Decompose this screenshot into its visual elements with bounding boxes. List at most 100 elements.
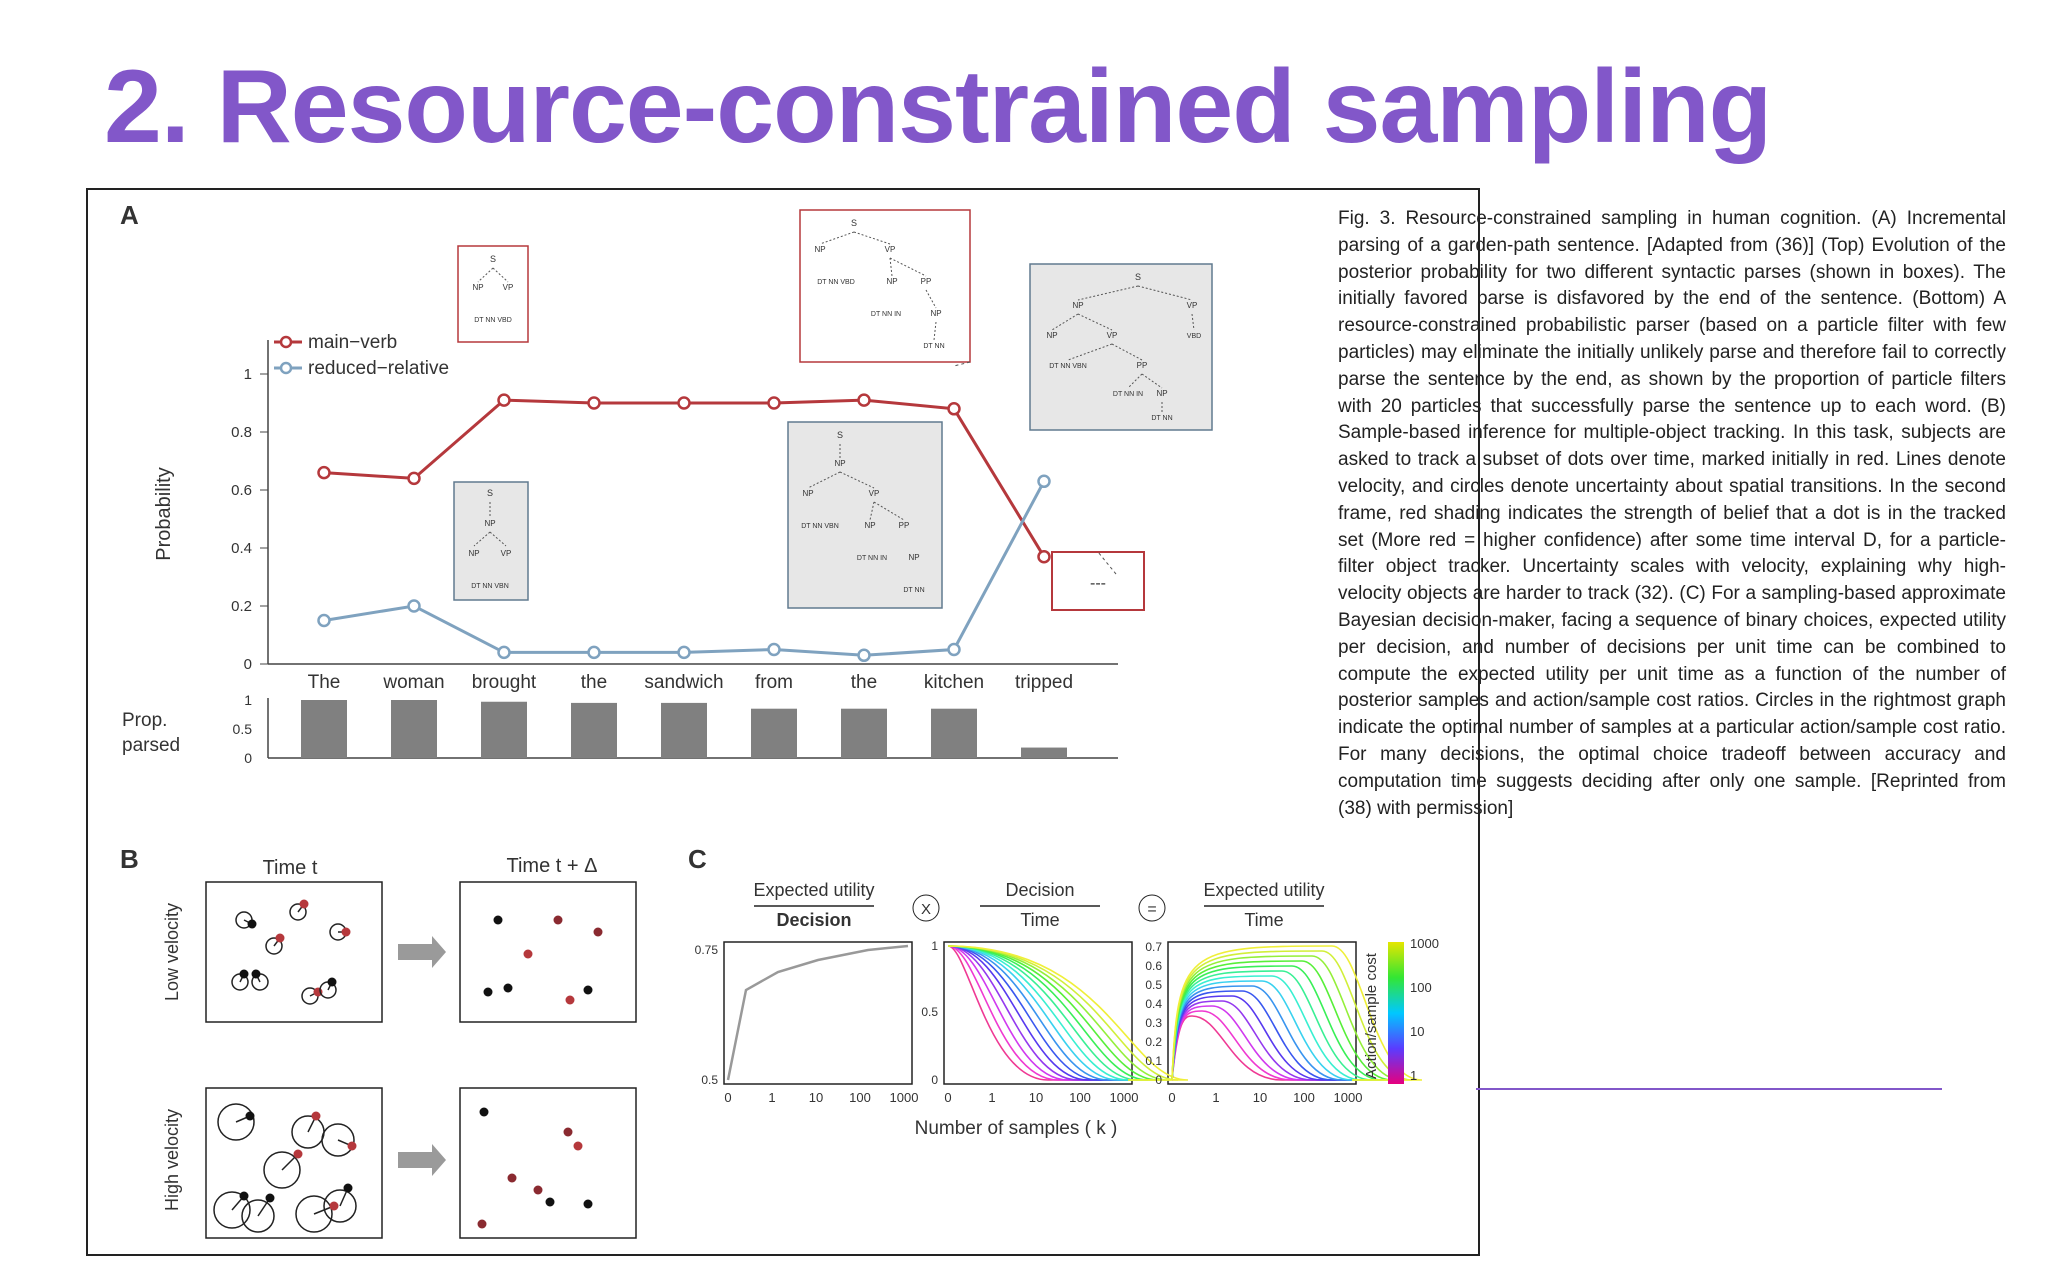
legend-marker — [279, 361, 293, 375]
c-y-tick-label: 0 — [1155, 1073, 1162, 1087]
data-point — [767, 642, 781, 657]
decision-rate-curve — [947, 945, 1128, 1081]
panel-a-label: A — [120, 200, 139, 230]
word-label: from — [755, 672, 793, 693]
dots-low-velocity-t-delta — [483, 915, 603, 1005]
y-tick-label: 0.4 — [231, 540, 252, 557]
decision-rate-curve — [947, 945, 1128, 1081]
tree-s: S — [851, 218, 857, 228]
tree-vbd: VBD — [1187, 333, 1201, 340]
c-header1-bottom: Decision — [776, 910, 851, 930]
tracked-dot — [545, 1197, 555, 1207]
decision-rate-curve — [947, 945, 1128, 1081]
bar — [1021, 747, 1067, 758]
tree-vp: VP — [503, 283, 514, 292]
tree-np: NP — [834, 459, 845, 468]
data-point — [407, 471, 421, 486]
c-y-tick-label: 0.75 — [695, 943, 719, 957]
c-x-tick-label: 100 — [1069, 1090, 1091, 1105]
parse-tree-box-rr-final: S NP VP NP VP VBD DT NN VBN PP DT NN IN … — [1029, 263, 1213, 431]
tree-np: NP — [468, 549, 479, 558]
uncertainty-circle — [217, 1103, 255, 1141]
c-x-tick-label: 1 — [768, 1090, 775, 1105]
decorative-rule — [1476, 1088, 1942, 1090]
c-x-tick-label: 100 — [849, 1090, 871, 1105]
word-label: woman — [382, 672, 444, 693]
uncertainty-circle — [289, 903, 307, 921]
legend-marker — [279, 335, 293, 349]
tracked-dot — [239, 1191, 249, 1201]
decision-rate-curve — [947, 945, 1128, 1081]
c-header2-top: Decision — [1005, 880, 1074, 900]
tracked-dot — [327, 977, 337, 987]
data-point — [497, 393, 511, 407]
bar-chart-yticks: 00.51 — [233, 692, 253, 766]
tree-s: S — [1135, 272, 1141, 282]
c-y-tick-label: 0.3 — [1145, 1016, 1162, 1030]
tracked-dot — [565, 995, 575, 1005]
y-tick-label: 0.8 — [231, 424, 252, 441]
empty-parse-label: --- — [1090, 575, 1106, 592]
bar-y-tick-label: 1 — [244, 692, 252, 708]
c-x-tick-label: 10 — [1029, 1090, 1043, 1105]
tree-np: NP — [1046, 331, 1057, 340]
tree-dtnnvbn: DT NN VBN — [801, 523, 839, 530]
tracked-dot — [275, 933, 285, 943]
dots-high-velocity-t — [213, 1103, 357, 1233]
uncertainty-circle — [263, 1151, 301, 1189]
word-label: brought — [472, 672, 537, 693]
arrow-high-velocity — [398, 1144, 446, 1176]
data-point — [857, 393, 871, 407]
prop-parsed-label-line2: parsed — [122, 735, 180, 756]
tracked-dot — [245, 1111, 255, 1121]
tracked-dot — [479, 1107, 489, 1117]
empty-parse-box: --- — [1051, 551, 1145, 611]
probability-line-chart: Probability 00.20.40.60.81 main−verbredu… — [153, 332, 1118, 693]
proportion-parsed-bar-chart: Prop. parsed 00.51 — [122, 692, 1118, 766]
c-x-tick-label: 0 — [724, 1090, 731, 1105]
y-tick-label: 1 — [244, 366, 252, 383]
data-point — [317, 465, 331, 480]
colorbar-tick-label: 100 — [1410, 980, 1432, 995]
c-x-tick-label: 1 — [988, 1090, 995, 1105]
tree-vp: VP — [1107, 331, 1118, 340]
tree-pp: PP — [1137, 361, 1148, 370]
c-x-tick-label: 100 — [1293, 1090, 1315, 1105]
tracked-dot — [239, 969, 249, 979]
tracked-dot — [299, 899, 309, 909]
c-x-tick-label: 1000 — [1110, 1090, 1139, 1105]
time-t-label: Time t — [263, 857, 318, 879]
bar — [661, 702, 707, 758]
dots-high-velocity-t-delta — [477, 1107, 593, 1229]
tree-s: S — [837, 430, 843, 440]
word-label: The — [308, 672, 341, 693]
c-header1-top: Expected utility — [753, 880, 874, 900]
y-tick-label: 0 — [244, 656, 252, 673]
line-chart-series — [317, 393, 1051, 663]
tracked-dot — [247, 919, 257, 929]
c-x-tick-label: 10 — [809, 1090, 823, 1105]
tree-np: NP — [802, 489, 813, 498]
tree-pp: PP — [921, 277, 932, 286]
c-y-tick-label: 0.5 — [701, 1073, 718, 1087]
legend-label: reduced−relative — [308, 358, 449, 379]
tracked-dot — [523, 949, 533, 959]
parse-tree-box-small: S NP VP DT NN VBD — [457, 245, 529, 343]
colorbar-label: Action/sample cost — [1363, 952, 1380, 1079]
bar — [751, 708, 797, 758]
decisions-per-time-curves — [947, 945, 1189, 1081]
tracked-dot — [477, 1219, 487, 1229]
decision-rate-curve — [947, 945, 1179, 1081]
tracking-frame-high-t-delta — [459, 1087, 637, 1239]
utility-per-decision-curve — [726, 944, 909, 1081]
data-point — [407, 599, 421, 613]
bar-y-tick-label: 0.5 — [233, 721, 253, 737]
c-y-tick-label: 0.5 — [921, 1005, 938, 1019]
tree-np: NP — [864, 521, 875, 530]
tracked-dot — [329, 1201, 339, 1211]
multiply-operator-label: X — [921, 901, 931, 918]
parse-tree-box-mv-large: S NP VP DT NN VBD NP PP DT NN IN NP DT N… — [799, 209, 971, 363]
tree-s: S — [487, 488, 493, 498]
